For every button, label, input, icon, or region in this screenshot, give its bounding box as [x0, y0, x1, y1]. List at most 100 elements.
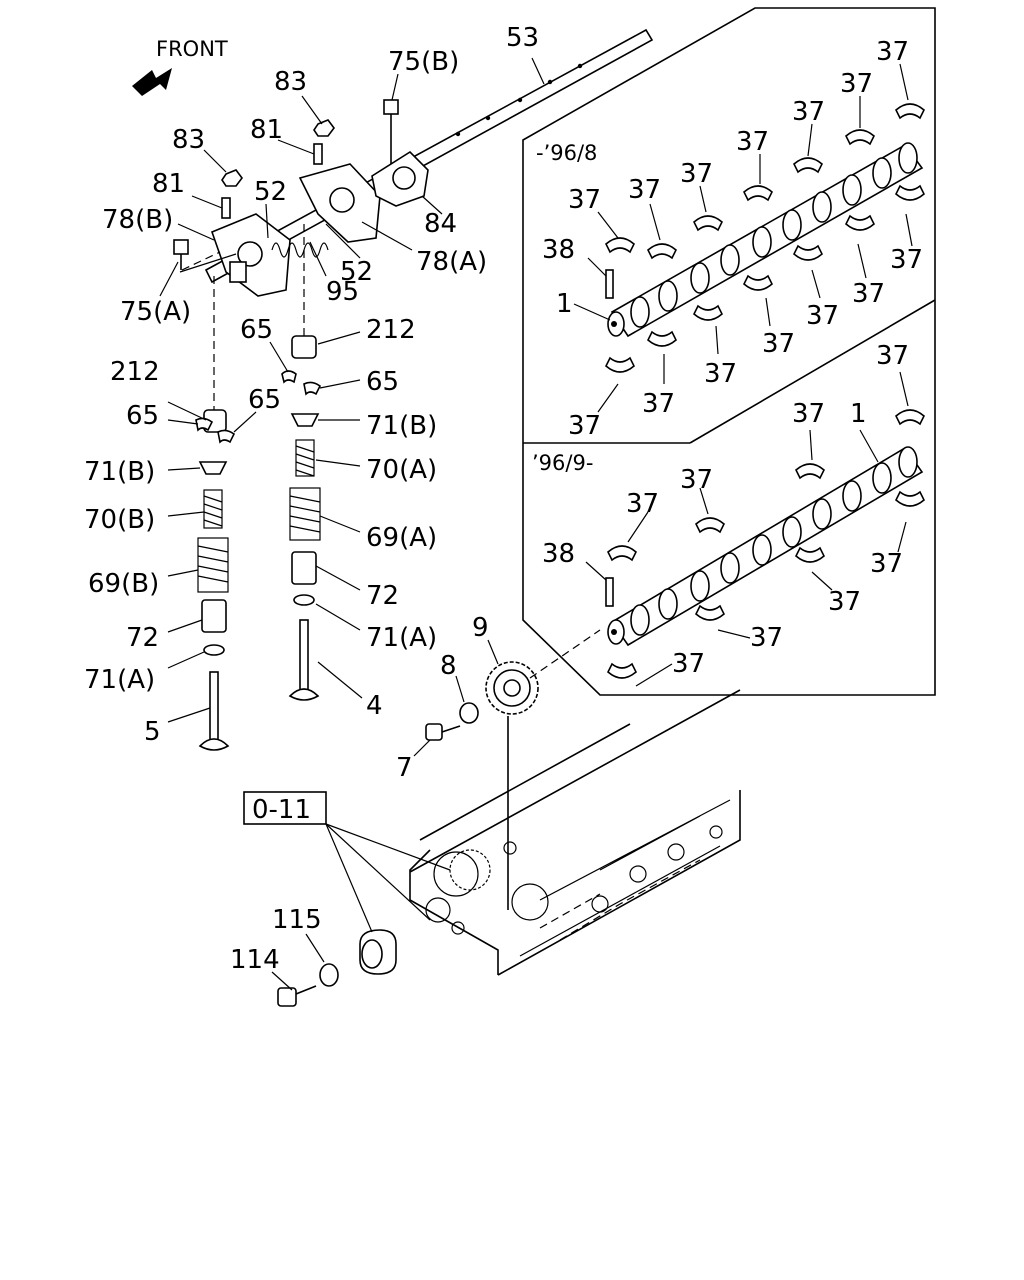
label-95: 95	[326, 277, 359, 307]
label-81-right: 81	[250, 115, 283, 145]
ref-box-leaders	[325, 823, 451, 933]
label-37-b8: 37	[672, 649, 705, 679]
washer-115	[319, 963, 339, 987]
label-69b: 69(B)	[88, 569, 159, 599]
label-37-t6: 37	[628, 175, 661, 205]
label-37-b3: 37	[680, 465, 713, 495]
label-52-top: 52	[254, 177, 287, 207]
bolt-7	[425, 723, 461, 741]
retainer-71b-right	[290, 413, 320, 427]
inset-leader-lines	[573, 63, 913, 687]
label-37-t8: 37	[890, 245, 923, 275]
rocker-shaft	[204, 28, 654, 284]
washer-71a-right	[293, 594, 315, 606]
label-78a: 78(A)	[416, 247, 487, 277]
valve-4	[288, 619, 320, 701]
label-37-t10: 37	[806, 301, 839, 331]
dowel-pin-top	[605, 269, 614, 299]
label-53: 53	[506, 23, 539, 53]
keeper-65-d	[217, 429, 236, 444]
label-38-bottom: 38	[542, 539, 575, 569]
label-71b-left: 71(B)	[84, 457, 155, 487]
label-37-b2: 37	[792, 399, 825, 429]
rocker-spring-95	[271, 242, 329, 258]
label-37-t11: 37	[762, 329, 795, 359]
stem-seal-72-right	[291, 551, 317, 585]
label-38-top: 38	[542, 235, 575, 265]
label-71b-right: 71(B)	[366, 411, 437, 441]
cam-gear-9	[485, 661, 539, 715]
label-83-left: 83	[172, 125, 205, 155]
label-37-t14: 37	[568, 411, 601, 441]
valve-5	[198, 671, 230, 751]
rocker-arm-a	[298, 163, 381, 243]
label-7: 7	[396, 753, 413, 783]
label-70b: 70(B)	[84, 505, 155, 535]
camshaft-inset-panel	[522, 7, 936, 696]
inset-bottom-period: ’96/9-	[532, 451, 593, 475]
label-115: 115	[272, 905, 322, 935]
label-72-right: 72	[366, 581, 399, 611]
label-8: 8	[440, 651, 457, 681]
label-37-t13: 37	[642, 389, 675, 419]
spring-69a	[289, 487, 321, 541]
dowel-pin-bottom	[605, 577, 614, 607]
nut-83-left	[221, 169, 243, 187]
label-52-bottom: 52	[340, 257, 373, 287]
label-71a-left: 71(A)	[84, 665, 155, 695]
label-69a: 69(A)	[366, 523, 437, 553]
stem-seal-72-left	[201, 599, 227, 633]
keeper-65-a	[281, 370, 297, 384]
nut-83-right	[313, 119, 335, 137]
bearing-shells	[605, 103, 925, 679]
label-37-t1: 37	[876, 37, 909, 67]
ref-box	[243, 791, 327, 825]
label-75a: 75(A)	[120, 297, 191, 327]
shaft-bracket-84	[371, 150, 429, 207]
bolt-75b	[383, 99, 399, 164]
label-212-left: 212	[110, 357, 160, 387]
spring-69b	[197, 537, 229, 593]
label-65-top: 65	[240, 315, 273, 345]
label-83-right: 83	[274, 67, 307, 97]
label-37-b5: 37	[870, 549, 903, 579]
label-72-left: 72	[126, 623, 159, 653]
label-70a: 70(A)	[366, 455, 437, 485]
label-65-mid: 65	[248, 385, 281, 415]
label-37-b6: 37	[828, 587, 861, 617]
keeper-65-b	[303, 381, 322, 396]
label-212-right: 212	[366, 315, 416, 345]
bolt-114	[277, 985, 317, 1007]
rocker-arm-b	[210, 213, 291, 297]
spring-70b	[203, 489, 223, 529]
label-65-left: 65	[126, 401, 159, 431]
label-37-t12: 37	[704, 359, 737, 389]
label-37-t9: 37	[852, 279, 885, 309]
label-65-right: 65	[366, 367, 399, 397]
label-37-b1: 37	[876, 341, 909, 371]
label-37-t7: 37	[568, 185, 601, 215]
label-37-b7: 37	[750, 623, 783, 653]
part-labels: 53 75(B) 83 81 83 81 52 78(B) 8 4 78(A) 5…	[84, 23, 923, 975]
label-78b: 78(B)	[102, 205, 173, 235]
front-label: FRONT	[156, 37, 228, 61]
label-81-left: 81	[152, 169, 185, 199]
front-arrow-icon	[132, 68, 172, 96]
label-4: 4	[366, 691, 383, 721]
label-75b: 75(B)	[388, 47, 459, 77]
label-9: 9	[472, 613, 489, 643]
adjust-screw-81-right	[313, 143, 323, 165]
label-37-t5: 37	[680, 159, 713, 189]
spring-70a	[295, 439, 315, 477]
label-37-t4: 37	[736, 127, 769, 157]
camshaft-top	[607, 142, 924, 338]
label-1-top: 1	[556, 289, 573, 319]
cylinder-head	[409, 689, 741, 976]
keeper-65-c	[195, 417, 214, 432]
valve-cap-212-right	[291, 335, 317, 359]
leader-lines	[159, 57, 545, 991]
label-71a-right: 71(A)	[366, 623, 437, 653]
cam-plug	[359, 929, 397, 975]
label-1-bottom: 1	[850, 399, 867, 429]
